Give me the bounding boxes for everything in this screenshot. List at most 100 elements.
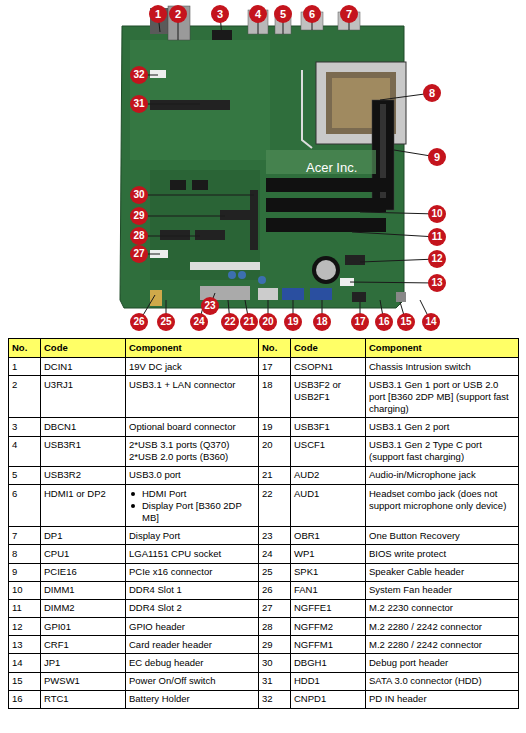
table-cell: Card reader header — [126, 636, 259, 654]
cell-text: DDR4 Slot 1 — [129, 584, 255, 596]
table-cell: EC debug header — [126, 654, 259, 672]
callout-circle-fill — [259, 313, 277, 331]
cell-text: 7 — [12, 530, 37, 542]
cell-text: 5 — [12, 469, 37, 481]
callout-text: 21 — [240, 313, 258, 331]
front-io-connectors-part — [396, 292, 406, 302]
cell-text: 16 — [12, 693, 37, 705]
callout-circle-fill — [201, 297, 219, 315]
rear-io-connectors — [150, 6, 360, 40]
cell-text: FAN1 — [294, 584, 362, 596]
table-cell: RTC1 — [41, 690, 126, 708]
table-cell: 23 — [259, 527, 291, 545]
m2-slots-part — [150, 100, 230, 110]
cpu-socket-part — [302, 70, 312, 148]
callout-circle-fill — [351, 313, 369, 331]
cell-text: 4 — [12, 439, 37, 451]
table-cell: 15 — [9, 672, 41, 690]
table-cell: Speaker Cable header — [366, 563, 519, 581]
table-cell: CRF1 — [41, 636, 126, 654]
cell-text: USB3.1 Gen 1 port or USB 2.0 port [B360 … — [369, 379, 515, 415]
table-cell: DIMM2 — [41, 599, 126, 617]
callout-text: 11 — [428, 228, 446, 246]
table-cell: 32 — [259, 690, 291, 708]
callout-text: 12 — [428, 250, 446, 268]
table-cell: USB3F1 — [291, 418, 366, 436]
headers-part — [190, 262, 260, 270]
cell-text: NGFFE1 — [294, 602, 362, 614]
callout-text: 7 — [340, 5, 358, 23]
cell-text: Display Port — [129, 530, 255, 542]
callout-number: 5 — [274, 5, 292, 23]
callout-number: 25 — [157, 313, 175, 331]
bullet-dot — [131, 504, 135, 508]
table-header-cell: Code — [291, 339, 366, 358]
table-cell: OBR1 — [291, 527, 366, 545]
board-figure: 1234567891011121314151617181920212223242… — [0, 0, 526, 336]
leader-lines-part — [139, 216, 225, 217]
callout-circle-fill — [340, 5, 358, 23]
cell-text: DDR4 Slot 2 — [129, 602, 255, 614]
callout-text: 17 — [351, 313, 369, 331]
table-cell: 16 — [9, 690, 41, 708]
table-row: 15PWSW1Power On/Off switch31HDD1SATA 3.0… — [9, 672, 519, 690]
table-cell: 28 — [259, 618, 291, 636]
callout-number: 8 — [423, 84, 441, 102]
table-cell: NGFFE1 — [291, 599, 366, 617]
cell-text: PWSW1 — [44, 675, 122, 687]
cell-text: CPU1 — [44, 548, 122, 560]
table-row: 14JP1EC debug header30DBGH1Debug port he… — [9, 654, 519, 672]
callout-number: 28 — [130, 227, 148, 245]
component-table: No.CodeComponentNo.CodeComponent1DCIN119… — [8, 338, 519, 709]
callout-text: 5 — [274, 5, 292, 23]
cell-text: Headset combo jack (does not support mic… — [369, 488, 515, 512]
table-cell: PCIe x16 connector — [126, 563, 259, 581]
cell-text: LGA1151 CPU socket — [129, 548, 255, 560]
cell-text: 23 — [262, 530, 287, 542]
cell-text: 25 — [262, 566, 287, 578]
table-cell: 19 — [259, 418, 291, 436]
table-cell: 6 — [9, 484, 41, 526]
callout-text: 15 — [397, 313, 415, 331]
cell-text: 12 — [12, 621, 37, 633]
table-cell: 20 — [259, 436, 291, 466]
cell-text: 20 — [262, 439, 287, 451]
cell-text: USB3.1 Gen 2 Type C port (support fast c… — [369, 439, 515, 463]
board-illustration — [0, 0, 526, 336]
callout-text: 13 — [428, 274, 446, 292]
callout-text: 4 — [249, 5, 267, 23]
cell-text: NGFFM2 — [294, 621, 362, 633]
callout-text: 1 — [149, 5, 167, 23]
bullet-item: HDMI Port — [129, 488, 255, 500]
cell-text: System Fan header — [369, 584, 515, 596]
cell-text: 14 — [12, 657, 37, 669]
callout-circle-fill — [130, 66, 148, 84]
table-cell: U3RJ1 — [41, 376, 126, 418]
callout-circle-fill — [375, 313, 393, 331]
cell-text: HDD1 — [294, 675, 362, 687]
cell-text: HDMI1 or DP2 — [44, 488, 122, 500]
cell-text: GPI01 — [44, 621, 122, 633]
callout-circle-fill — [211, 5, 229, 23]
callout-number: 26 — [130, 313, 148, 331]
header-text: Code — [294, 342, 362, 354]
callout-number: 12 — [428, 250, 446, 268]
table-cell: 11 — [9, 599, 41, 617]
callout-circle-fill — [190, 313, 208, 331]
callout-text: 6 — [303, 5, 321, 23]
cell-text: Display Port [B360 2DP MB] — [142, 500, 255, 524]
table-cell: 22 — [259, 484, 291, 526]
table-row: 11DIMM2DDR4 Slot 227NGFFE1M.2 2230 conne… — [9, 599, 519, 617]
cell-text: 22 — [262, 488, 287, 500]
bullet-item: Display Port [B360 2DP MB] — [129, 500, 255, 524]
cell-text: CRF1 — [44, 639, 122, 651]
callout-number: 4 — [249, 5, 267, 23]
table-cell: M.2 2280 / 2242 connector — [366, 636, 519, 654]
callout-number: 32 — [130, 66, 148, 84]
front-io-connectors-part — [352, 292, 366, 302]
table-cell: SATA 3.0 connector (HDD) — [366, 672, 519, 690]
cell-text: DBGH1 — [294, 657, 362, 669]
leader-lines-part — [360, 259, 437, 262]
table-cell: Power On/Off switch — [126, 672, 259, 690]
table-cell: AUD1 — [291, 484, 366, 526]
